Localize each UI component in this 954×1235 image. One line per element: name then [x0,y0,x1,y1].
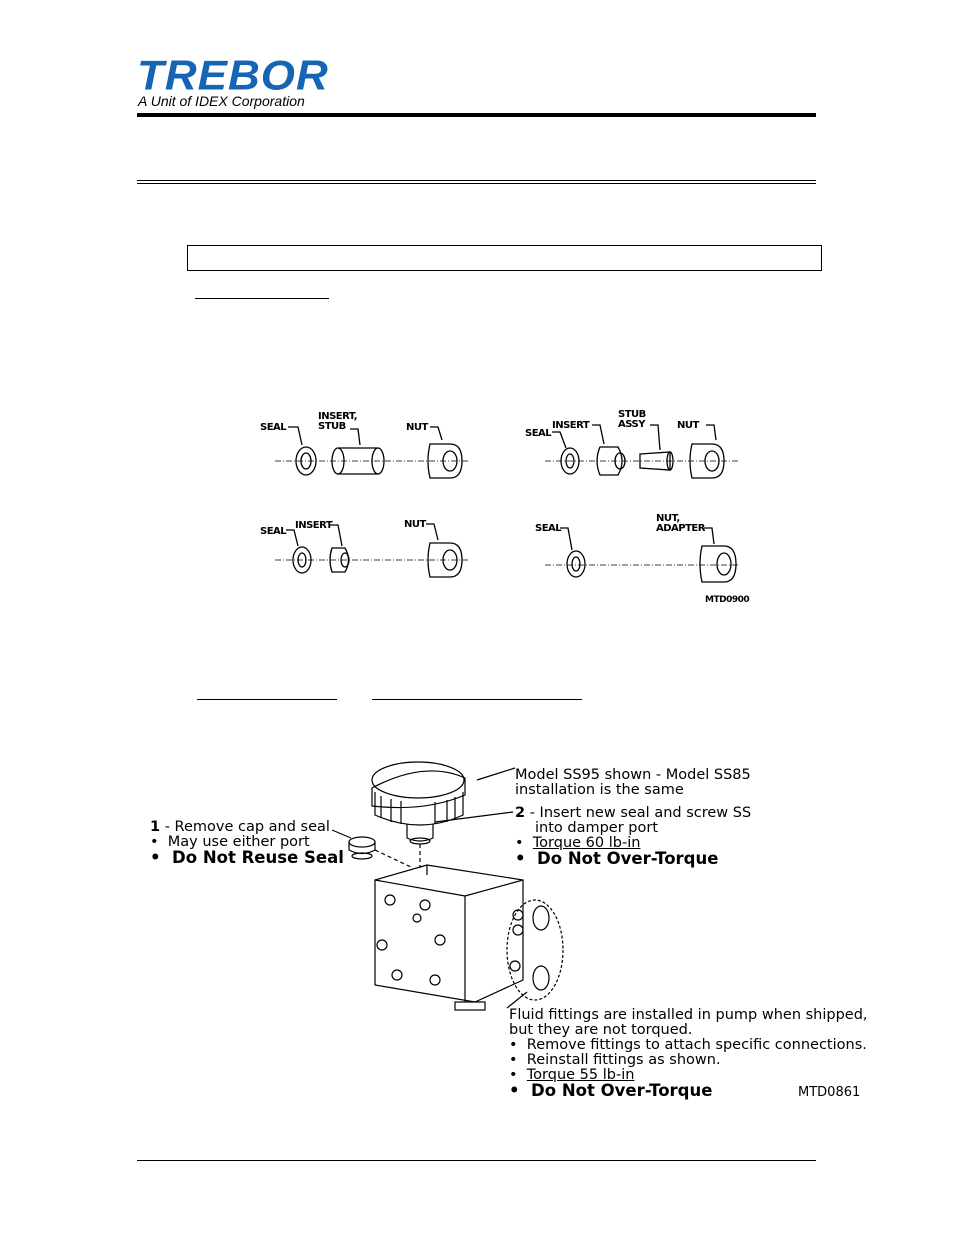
label-seal: SEAL [535,523,562,534]
step2-callout: 2 - Insert new seal and screw SS into da… [515,805,752,868]
label-insert-stub: INSERT, [318,411,357,422]
underline-heading-1 [195,298,329,299]
step1-callout: 1 - Remove cap and seal • May use either… [150,819,344,867]
label-nut: NUT [406,422,428,433]
footer-rule [137,1160,816,1161]
section-rule-bottom [137,183,816,184]
label-stub-assy: ASSY [618,419,646,430]
pump-damper-diagram [331,761,564,1011]
label-nut-adapter: ADAPTER [656,523,706,534]
section-rule-top [137,180,816,181]
label-nut: NUT [404,519,426,530]
label-nut-adapter: NUT, [656,513,680,524]
label-seal: SEAL [260,422,287,433]
label-seal: SEAL [260,526,287,537]
figure-code: MTD0900 [705,595,749,605]
trebor-logo: TREBOR [137,52,329,99]
label-insert: INSERT [552,420,590,431]
fluid-fittings-note: Fluid fittings are installed in pump whe… [509,1007,868,1100]
label-stub-assy: STUB [618,409,646,420]
underline-heading-2 [197,699,337,700]
header-rule [137,113,816,117]
underline-heading-3 [372,699,582,700]
logo-tagline: A Unit of IDEX Corporation [138,93,305,109]
label-nut: NUT [677,420,699,431]
figure2-code: MTD0861 [798,1085,861,1100]
label-seal: SEAL [525,428,552,439]
fittings-exploded-diagram: SEAL INSERT, STUB NUT SEAL INSERT STUB A… [260,409,750,605]
model-note: Model SS95 shown - Model SS85 installati… [515,767,751,798]
label-insert: INSERT [295,520,333,531]
label-insert-stub: STUB [318,421,346,432]
section-box [187,245,822,271]
seal-shape [295,446,317,476]
